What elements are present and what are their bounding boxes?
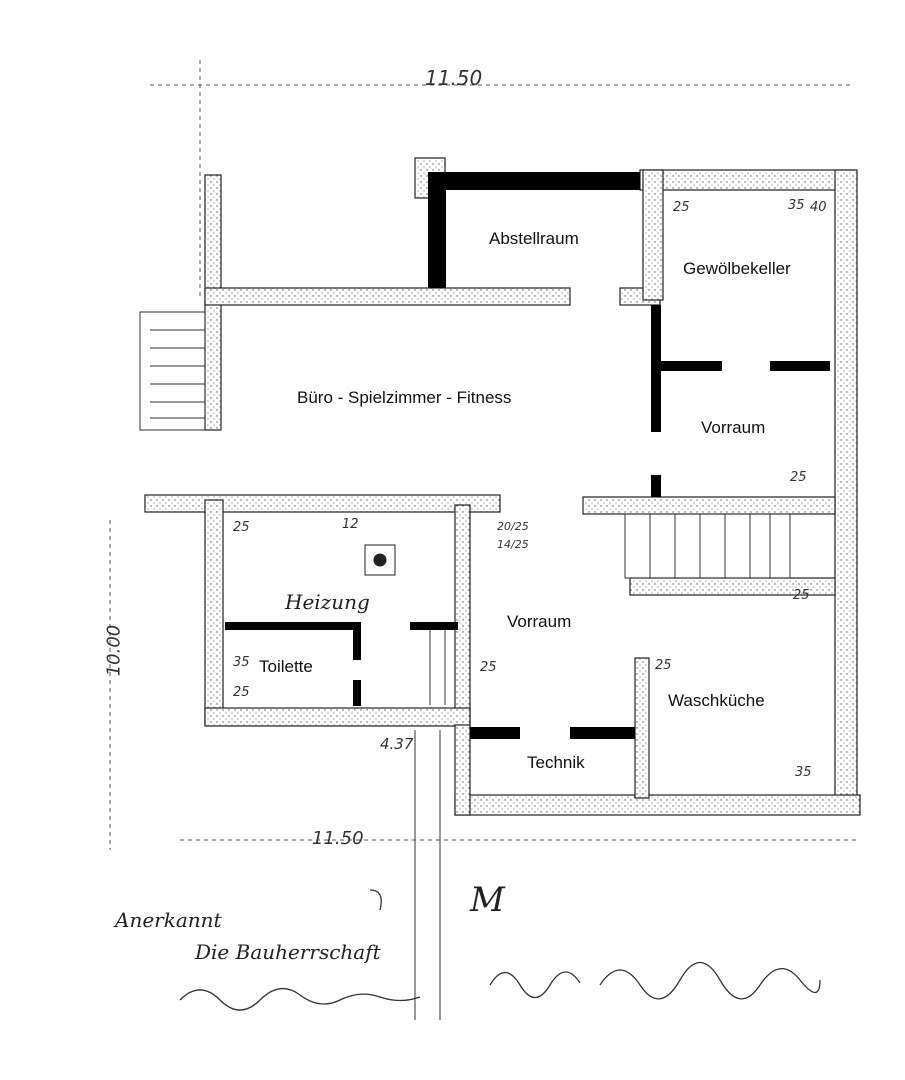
- wall: [454, 794, 861, 816]
- wall: [834, 169, 858, 811]
- new-wall: [225, 622, 360, 630]
- left-height-dimension: 10.00: [103, 624, 125, 677]
- new-wall: [428, 172, 640, 190]
- wall-mark: 12: [342, 517, 359, 532]
- new-wall: [470, 727, 520, 739]
- wall: [634, 657, 650, 799]
- room-label-vorraum-center: Vorraum: [507, 612, 572, 631]
- heater-symbol: [364, 544, 396, 576]
- new-wall: [770, 361, 830, 371]
- wall: [204, 287, 571, 306]
- wall: [204, 707, 471, 727]
- stairs: [139, 311, 791, 1020]
- new-wall: [651, 475, 661, 497]
- room-label-technik: Technik: [527, 753, 585, 772]
- wall: [454, 504, 471, 726]
- room-label-toilette: Toilette: [259, 657, 313, 676]
- wall: [144, 494, 501, 513]
- wall: [642, 169, 664, 301]
- wall-mark: 35: [233, 655, 250, 670]
- wall-mark: 25: [673, 200, 690, 215]
- wall-mark: 25: [233, 520, 250, 535]
- stair-dimension: 4.37: [380, 735, 414, 753]
- wall-mark: 35: [795, 765, 812, 780]
- new-wall: [353, 680, 361, 706]
- existing-walls: [144, 157, 861, 816]
- dimension-lines: [109, 60, 860, 850]
- new-wall: [655, 361, 722, 371]
- wall: [204, 499, 224, 726]
- room-label-gewoelbekeller: Gewölbekeller: [683, 259, 791, 278]
- room-label-abstellraum: Abstellraum: [489, 229, 579, 248]
- room-label-heizung: Heizung: [285, 590, 370, 614]
- new-wall: [410, 622, 458, 630]
- wall: [454, 724, 471, 816]
- wall-mark: 25: [793, 588, 810, 603]
- top-width-dimension: 11.50: [425, 66, 483, 90]
- wall: [582, 496, 836, 515]
- room-label-vorraum-top: Vorraum: [701, 418, 766, 437]
- wall-mark: 40: [810, 200, 827, 215]
- wall-mark: 35: [788, 198, 805, 213]
- wall: [639, 169, 856, 191]
- new-walls: [225, 172, 830, 739]
- room-label-waschkueche: Waschküche: [668, 691, 765, 710]
- room-label-buero: Büro - Spielzimmer - Fitness: [297, 388, 512, 407]
- new-wall: [353, 622, 361, 660]
- bottom-width-dimension: 11.50: [312, 828, 364, 849]
- approval-label: Anerkannt: [115, 908, 222, 932]
- chimney-mark: 14/25: [497, 538, 529, 551]
- wall-mark: 25: [655, 658, 672, 673]
- chimney-mark: 20/25: [497, 520, 529, 533]
- new-wall: [428, 172, 446, 288]
- owner-label: Die Bauherrschaft: [195, 940, 381, 964]
- wall-mark: 25: [790, 470, 807, 485]
- new-wall: [570, 727, 635, 739]
- wall-mark: 25: [233, 685, 250, 700]
- wall-mark: 25: [480, 660, 497, 675]
- initial-mark: M: [470, 880, 505, 920]
- signatures: [179, 889, 821, 1011]
